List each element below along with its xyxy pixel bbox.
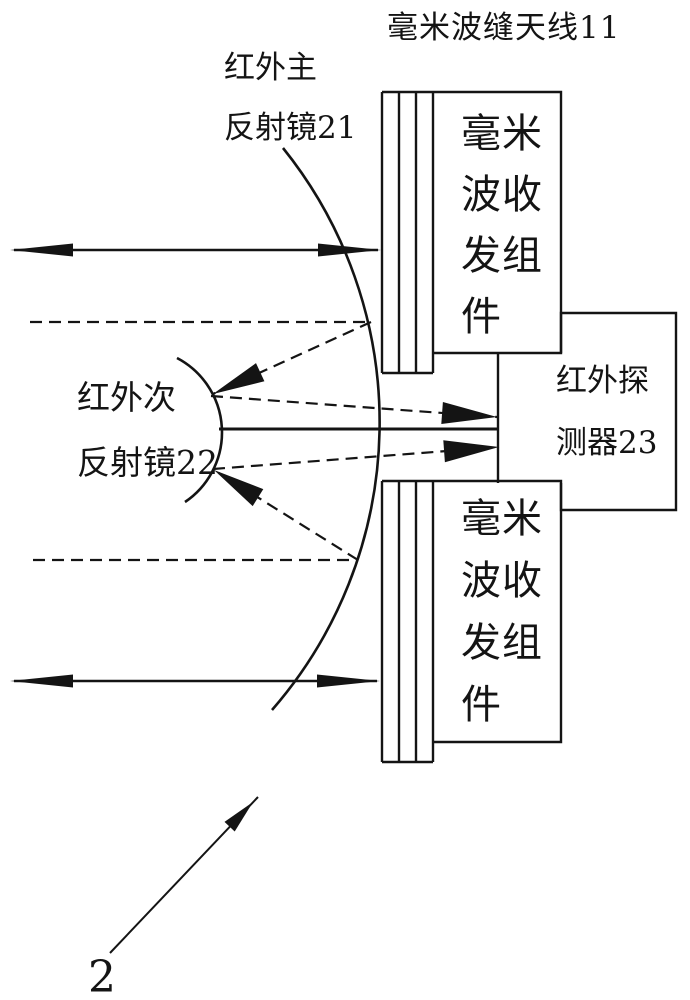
primary-mirror-label-line2: 反射镜21 bbox=[224, 110, 357, 146]
arrowhead-to-detector-top-icon bbox=[441, 402, 497, 424]
secondary-mirror-label-line1: 红外次 bbox=[77, 378, 176, 417]
mmwave-beam-top bbox=[10, 243, 381, 257]
primary-mirror-label-line1: 红外主 bbox=[224, 50, 317, 86]
detector-outline bbox=[559, 311, 678, 512]
arrowhead-to-secondary-top-icon bbox=[213, 363, 265, 394]
transceiver-bottom-line3: 发组 bbox=[461, 620, 543, 666]
transceiver-bottom-line2: 波收 bbox=[461, 558, 543, 604]
secondary-mirror-label: 红外次反射镜22 bbox=[77, 365, 218, 495]
infrared-detector-label: 红外探测器23 bbox=[556, 350, 657, 474]
mmwave-box-bottom-outline bbox=[382, 479, 563, 744]
detector-label-line2: 测器23 bbox=[556, 425, 658, 461]
arrowhead-right-icon bbox=[318, 243, 381, 257]
infrared-ray-paths bbox=[30, 320, 500, 562]
arrowhead-left-icon bbox=[10, 243, 73, 257]
infrared-detector-box bbox=[496, 311, 678, 512]
arrowhead-right-icon bbox=[317, 674, 380, 688]
arrowhead-to-secondary-bottom-icon bbox=[214, 470, 264, 507]
transceiver-top-line4: 件 bbox=[461, 294, 502, 340]
arrowhead-to-detector-bottom-icon bbox=[443, 440, 499, 463]
figure-number: 2 bbox=[88, 952, 116, 1000]
arrowhead-left-icon bbox=[10, 674, 73, 688]
figure-number-leader bbox=[109, 796, 259, 954]
mmwave-transceiver-label-bottom: 毫米波收发组件 bbox=[461, 488, 543, 736]
detector-label-line1: 红外探 bbox=[556, 363, 649, 399]
arrowhead-leader-icon bbox=[224, 802, 253, 832]
slot-antenna-label: 毫米波缝天线11 bbox=[387, 10, 621, 46]
primary-mirror-label: 红外主反射镜21 bbox=[224, 38, 356, 158]
transceiver-top-line2: 波收 bbox=[461, 172, 543, 218]
transceiver-bottom-line1: 毫米 bbox=[461, 496, 543, 542]
mmwave-beam-bottom bbox=[10, 674, 380, 688]
transceiver-top-line3: 发组 bbox=[461, 233, 543, 279]
secondary-mirror-label-line2: 反射镜22 bbox=[77, 443, 218, 482]
mmwave-transceiver-label-top: 毫米波收发组件 bbox=[461, 104, 543, 348]
mmwave-unit-bottom bbox=[380, 479, 563, 764]
transceiver-top-line1: 毫米 bbox=[461, 111, 543, 157]
transceiver-bottom-line4: 件 bbox=[461, 682, 502, 728]
primary-mirror-arc bbox=[271, 147, 381, 711]
